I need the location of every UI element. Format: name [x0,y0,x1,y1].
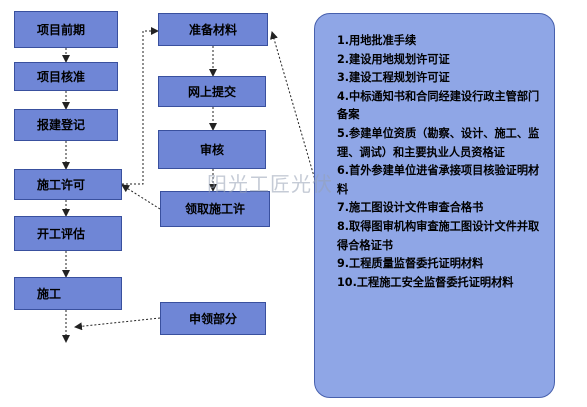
step-construction: 施工 [14,277,122,310]
requirement-item: 5.参建单位资质（勘察、设计、施工、监理、调试）和主要执业人员资格证 [337,126,540,159]
step-label: 项目前期 [37,22,86,37]
step-collect-permit: 领取施工许 [160,191,270,227]
requirement-item: 10.工程施工安全监督委托证明材料 [337,275,514,289]
step-label: 施工许可 [37,177,86,192]
arrow-partial-to-left [74,317,161,331]
requirement-item: 8.取得图审机构审查施工图设计文件并取得合格证书 [337,219,540,252]
arrow-panel-to-prepare [270,31,321,198]
step-label: 网上提交 [187,84,236,99]
step-label: 审核 [199,142,224,157]
step-start-evaluation: 开工评估 [14,216,122,251]
arrow-permit-to-prepare [122,27,159,185]
step-label: 施工 [37,286,62,301]
requirements-list: 1.用地批准手续 2.建设用地规划许可证 3.建设工程规划许可证 4.中标通知书… [337,32,546,292]
requirement-item: 9.工程质量监督委托证明材料 [337,257,484,271]
step-label: 领取施工许 [184,202,245,216]
step-construction-permit: 施工许可 [14,169,122,200]
step-label: 项目核准 [37,69,86,84]
step-partial-application: 申领部分 [160,302,266,335]
requirement-item: 7.施工图设计文件审查合格书 [337,201,484,215]
step-prepare-materials: 准备材料 [158,13,268,46]
step-label: 开工评估 [37,226,86,241]
step-review: 审核 [158,130,266,169]
requirement-item: 4.中标通知书和合同经建设行政主管部门备案 [337,89,540,122]
requirement-item: 1.用地批准手续 [337,34,417,47]
requirement-item: 2.建设用地规划许可证 [337,52,450,66]
step-registration: 报建登记 [14,109,118,141]
step-project-approval: 项目核准 [14,62,118,91]
requirement-item: 3.建设工程规划许可证 [337,71,450,85]
step-label: 报建登记 [37,118,86,132]
step-project-preliminary: 项目前期 [14,11,118,48]
requirements-panel: 1.用地批准手续 2.建设用地规划许可证 3.建设工程规划许可证 4.中标通知书… [314,13,555,398]
step-online-submit: 网上提交 [158,76,266,107]
step-label: 准备材料 [188,22,237,37]
requirement-item: 6.首外参建单位进省承接项目核验证明材料 [337,164,540,196]
step-label: 申领部分 [188,311,237,326]
arrow-collect-to-permit [121,184,161,210]
